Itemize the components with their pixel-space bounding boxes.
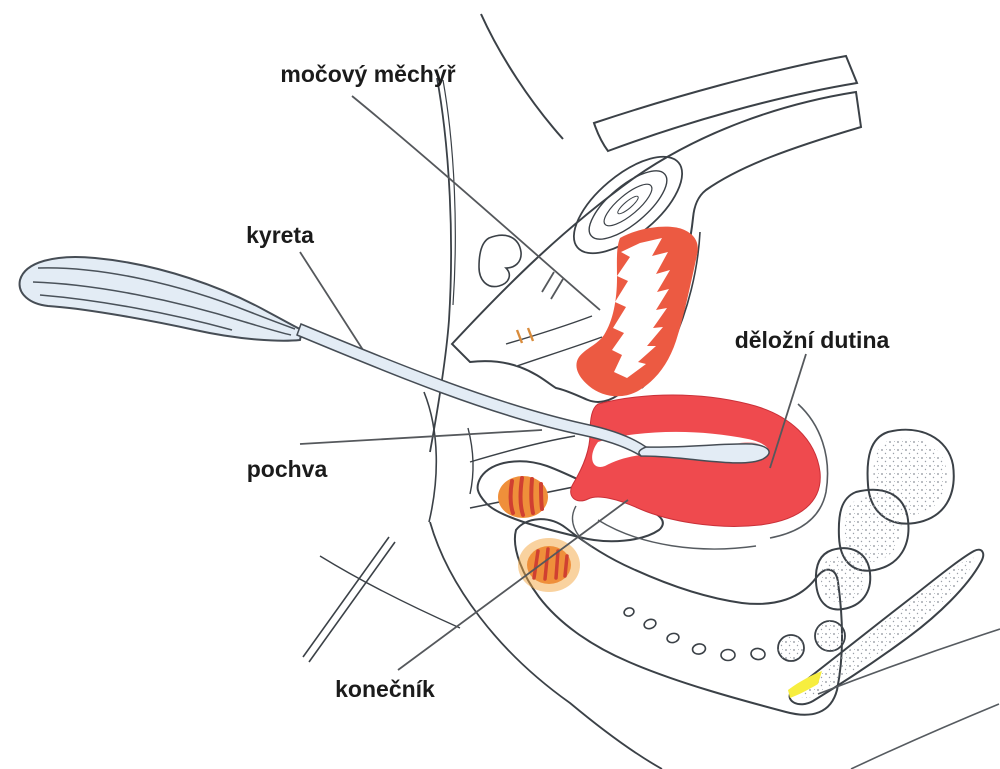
back-skin-line-lower xyxy=(850,703,1000,769)
curette-shaft xyxy=(296,323,647,458)
label-bladder: močový měchýř xyxy=(280,61,455,87)
coccyx-vertebrae xyxy=(623,607,766,662)
thigh-lines xyxy=(302,536,461,663)
sacrum-vertebra-2 xyxy=(837,488,910,572)
urethra-wall-lower xyxy=(516,336,603,367)
leader-line-uterine-cavity xyxy=(769,353,807,469)
labia-line-inner xyxy=(467,427,474,495)
perineal-muscle-block xyxy=(476,460,664,543)
buttock-outline xyxy=(429,521,663,769)
peritoneal-gap xyxy=(630,222,706,398)
perineal-muscle-striation xyxy=(498,476,548,518)
curette-handle-strands xyxy=(32,267,296,336)
uterus-serosa-lines xyxy=(571,403,829,550)
abdominal-wall-fat xyxy=(450,90,863,403)
leader-line-vagina xyxy=(299,429,543,445)
muscle-tick-marks xyxy=(515,327,535,344)
label-rectum: konečník xyxy=(335,676,435,702)
pelvic-floor-fat xyxy=(513,518,843,716)
curette-instrument xyxy=(18,256,770,464)
anal-muscle-spot xyxy=(518,538,580,592)
sacral-tip-bones xyxy=(777,620,846,662)
vaginal-wall-anterior xyxy=(469,435,576,463)
label-curette: kyreta xyxy=(246,222,314,248)
bladder-lumen-folds xyxy=(612,238,670,378)
urethra-wall-upper xyxy=(505,315,593,345)
label-uterine-cavity: děložní dutina xyxy=(735,327,890,353)
pubic-bone-detail xyxy=(478,234,522,288)
leader-line-curette xyxy=(299,251,373,365)
leader-line-rectum xyxy=(397,499,629,671)
abdominal-wall-outer-band xyxy=(592,54,859,153)
pubic-symphysis xyxy=(572,155,684,255)
curette-tip xyxy=(638,443,770,464)
sacrum-vertebra-1 xyxy=(866,428,955,525)
sacrum-vertebra-3 xyxy=(814,547,872,611)
uterus xyxy=(570,394,821,527)
label-vagina: pochva xyxy=(247,456,328,482)
coccyx-fat-sliver xyxy=(788,671,822,698)
labia-line-outer xyxy=(423,391,438,523)
urethra-channel xyxy=(506,316,602,366)
back-skin-line-upper xyxy=(817,628,1000,695)
layer-tick-marks xyxy=(541,271,564,300)
leader-line-bladder xyxy=(351,95,601,311)
abdomen-skin-line xyxy=(480,13,564,140)
mons-outline xyxy=(429,77,456,453)
coccyx-bone xyxy=(788,548,985,706)
